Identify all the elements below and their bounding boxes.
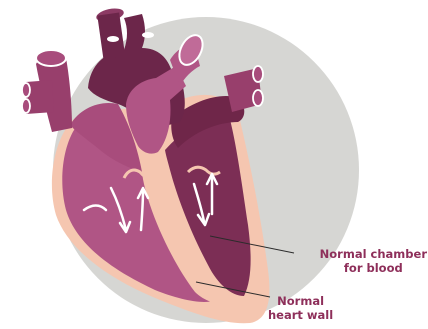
- branch-opening-2: [142, 32, 154, 38]
- normal-heart-wall-label-line2: heart wall: [268, 308, 333, 322]
- branch-opening-3: [75, 44, 85, 50]
- normal-chamber-label: Normal chamber for blood: [320, 247, 427, 275]
- pulmonary-vein-left-2: [22, 99, 30, 113]
- vena-cava-opening: [36, 50, 66, 66]
- aorta-trunk: [97, 13, 125, 60]
- pulmonary-vein-right-2: [253, 90, 263, 106]
- pulmonary-vein-left-1: [22, 83, 30, 97]
- normal-heart-wall-label-line1: Normal: [268, 294, 333, 308]
- normal-chamber-label-line1: Normal chamber: [320, 247, 427, 261]
- normal-heart-wall-label: Normal heart wall: [268, 294, 333, 322]
- pulmonary-vein-right-1: [253, 66, 263, 82]
- branch-opening-1: [107, 36, 119, 42]
- normal-chamber-label-line2: for blood: [320, 261, 427, 275]
